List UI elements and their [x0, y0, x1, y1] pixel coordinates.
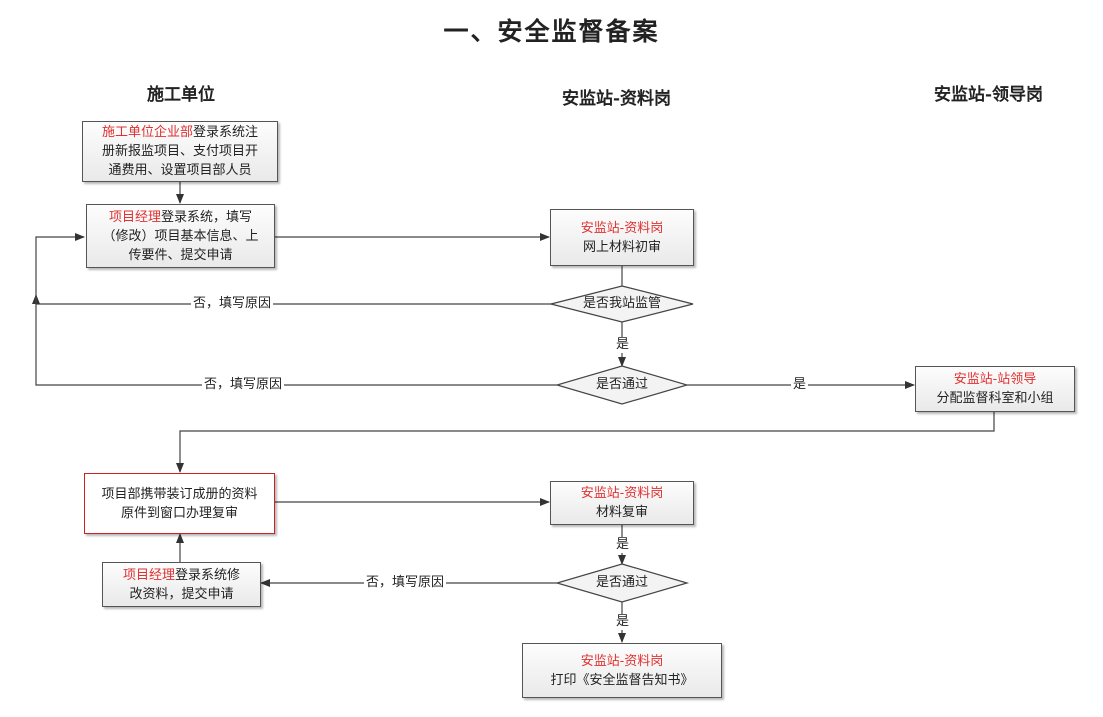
- lane-header-data-post: 安监站-资料岗: [562, 89, 672, 109]
- node-pm-fill-application: 项目经理登录系统，填写 （修改）项目基本信息、上 传要件、提交申请: [86, 204, 275, 268]
- edge-leader-to-originals: [176, 412, 995, 473]
- decision-diamond-supervise: [550, 285, 694, 323]
- node-text: 传要件、提交申请: [128, 247, 233, 263]
- node-text: 登录系统，填写: [161, 209, 253, 225]
- node-print-notice: 安监站-资料岗 打印《安全监督告知书》: [522, 643, 722, 698]
- node-text: 网上材料初审: [582, 239, 661, 255]
- edge-label-no-reason: 否，填写原因: [364, 575, 447, 591]
- node-text: 原件到窗口办理复审: [120, 505, 238, 521]
- node-text: 分配监督科室和小组: [936, 391, 1054, 406]
- node-company-register: 施工单位企业部登录系统注 册新报监项目、支付项目开 通费用、设置项目部人员: [82, 121, 278, 182]
- node-role: 安监站-资料岗: [580, 220, 664, 236]
- node-re-review: 安监站-资料岗 材料复审: [550, 481, 694, 525]
- node-pm-modify: 项目经理登录系统修 改资料，提交申请: [102, 562, 261, 607]
- lane-header-builder: 施工单位: [147, 85, 215, 105]
- decision-diamond-pass1: [554, 365, 690, 405]
- edge-label-no-reason: 否，填写原因: [191, 296, 274, 312]
- node-text: （修改）项目基本信息、上: [102, 228, 259, 244]
- node-text: 登录系统修: [175, 567, 241, 583]
- edge-label-yes: 是: [791, 377, 809, 393]
- edge-label-yes: 是: [614, 614, 632, 630]
- node-role: 安监站-资料岗: [580, 653, 664, 669]
- node-text: 册新报监项目、支付项目开: [101, 144, 258, 159]
- decision-diamond-pass2: [554, 563, 690, 603]
- decision-pass1-label: 是否通过: [595, 377, 648, 392]
- role-highlight: 项目经理: [122, 567, 175, 583]
- node-text: 改资料，提交申请: [129, 586, 234, 602]
- role-highlight: 施工单位企业部: [101, 125, 193, 140]
- node-bring-originals: 项目部携带装订成册的资料 原件到窗口办理复审: [84, 473, 275, 534]
- node-initial-review: 安监站-资料岗 网上材料初审: [550, 209, 694, 266]
- edge-pass1-no: [35, 233, 557, 386]
- lane-header-leader-post: 安监站-领导岗: [934, 85, 1044, 105]
- decision-supervise-label: 是否我站监管: [582, 296, 661, 311]
- decision-pass2-label: 是否通过: [595, 575, 648, 590]
- node-role: 安监站-站领导: [953, 372, 1037, 387]
- node-text: 登录系统注: [193, 125, 259, 140]
- node-role: 安监站-资料岗: [580, 486, 664, 501]
- page-title: 一、安全监督备案: [443, 17, 660, 46]
- node-leader-assign: 安监站-站领导 分配监督科室和小组: [915, 366, 1075, 412]
- node-text: 项目部携带装订成册的资料: [101, 486, 258, 502]
- node-text: 材料复审: [595, 505, 648, 520]
- node-text: 通费用、设置项目部人员: [108, 163, 252, 178]
- edge-label-yes: 是: [614, 337, 632, 353]
- edge-label-yes: 是: [614, 537, 632, 553]
- edge-supervise-no: [32, 294, 552, 305]
- node-text: 打印《安全监督告知书》: [550, 672, 694, 688]
- role-highlight: 项目经理: [108, 209, 161, 225]
- edge-label-no-reason: 否，填写原因: [202, 377, 285, 393]
